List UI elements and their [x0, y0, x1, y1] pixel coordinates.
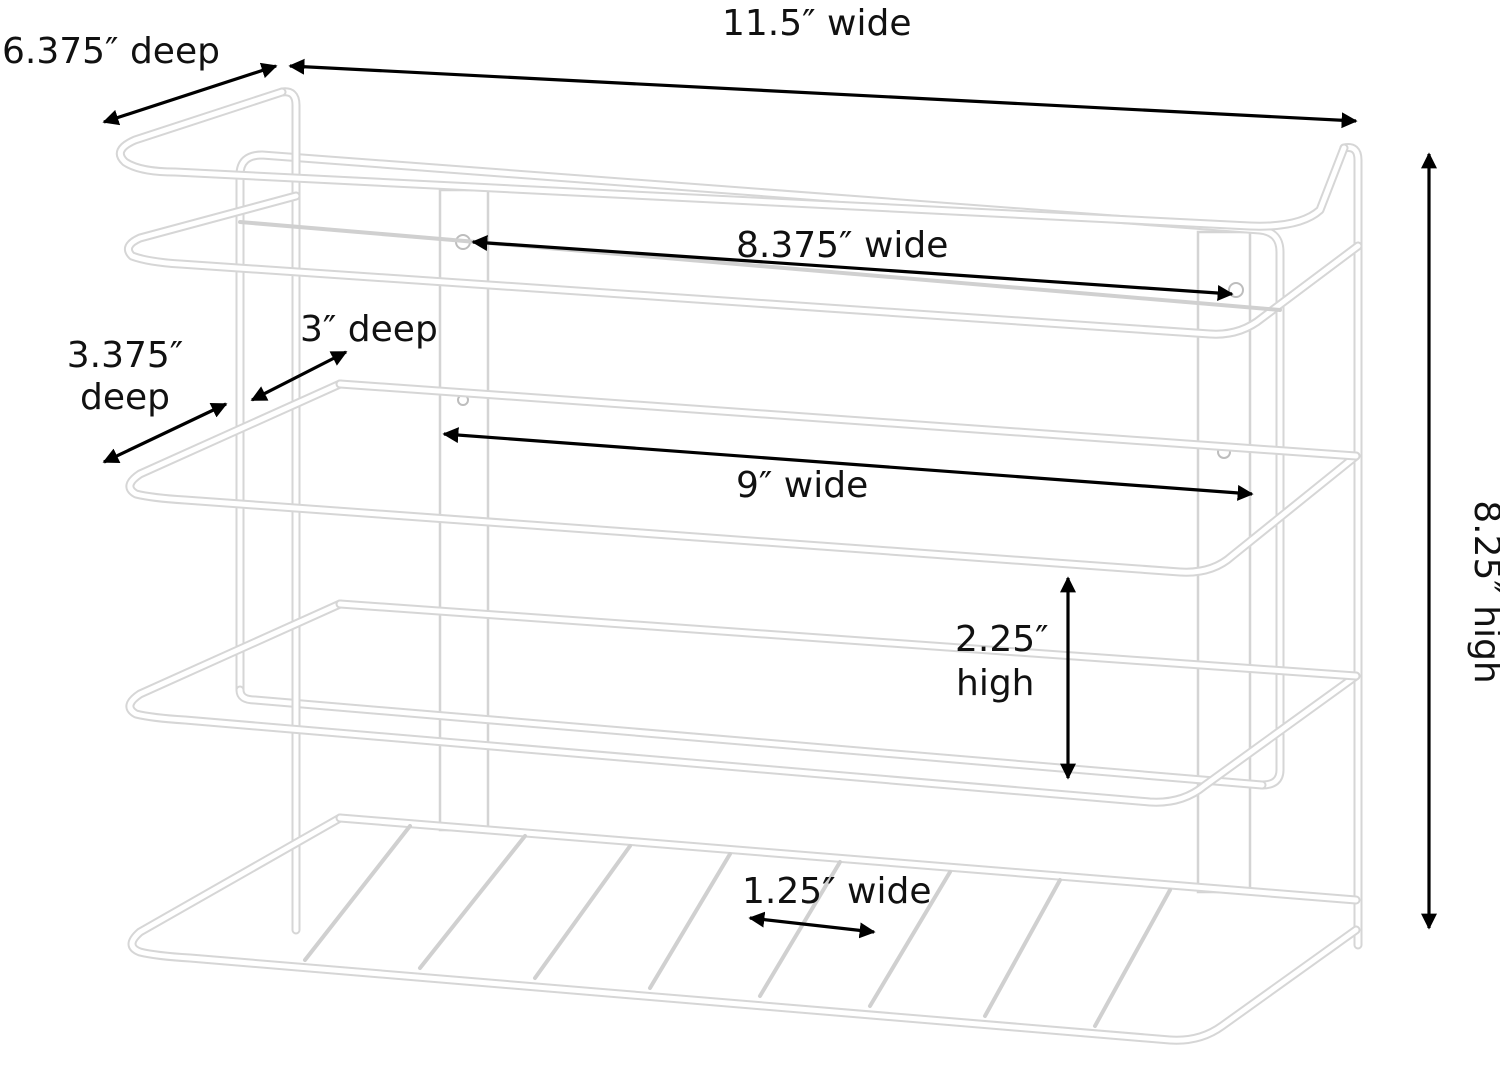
middle-depth-arrow — [250, 350, 348, 402]
overall-width-arrow — [288, 58, 1358, 129]
lower-depth-label-line2: deep — [80, 377, 170, 418]
overall-width-label: 11.5″ wide — [722, 3, 912, 44]
rod-spacing-arrow — [748, 911, 876, 939]
middle-width-label: 9″ wide — [736, 465, 869, 506]
back-frame — [235, 150, 1285, 790]
bottom-shelf — [127, 813, 1361, 1045]
middle-depth-label: 3″ deep — [300, 309, 438, 350]
shelf-height-label-line2: high — [956, 663, 1035, 704]
overall-depth-label: 6.375″ deep — [2, 31, 220, 72]
top-rail — [115, 87, 1349, 231]
overall-depth-arrow — [102, 62, 278, 126]
lower-basket — [125, 599, 1361, 807]
overall-height-label: 8.25″ high — [1466, 500, 1500, 684]
top-inner-width-label: 8.375″ wide — [736, 225, 949, 266]
lower-depth-arrow — [102, 402, 228, 464]
lower-depth-label-line1: 3.375″ — [66, 335, 184, 376]
dimension-arrows — [102, 58, 1437, 939]
middle-width-arrow — [442, 427, 1254, 501]
shelf-height-label-line1: 2.25″ — [955, 619, 1049, 660]
rod-spacing-label: 1.25″ wide — [742, 871, 932, 912]
top-inner-width-arrow — [471, 235, 1234, 301]
